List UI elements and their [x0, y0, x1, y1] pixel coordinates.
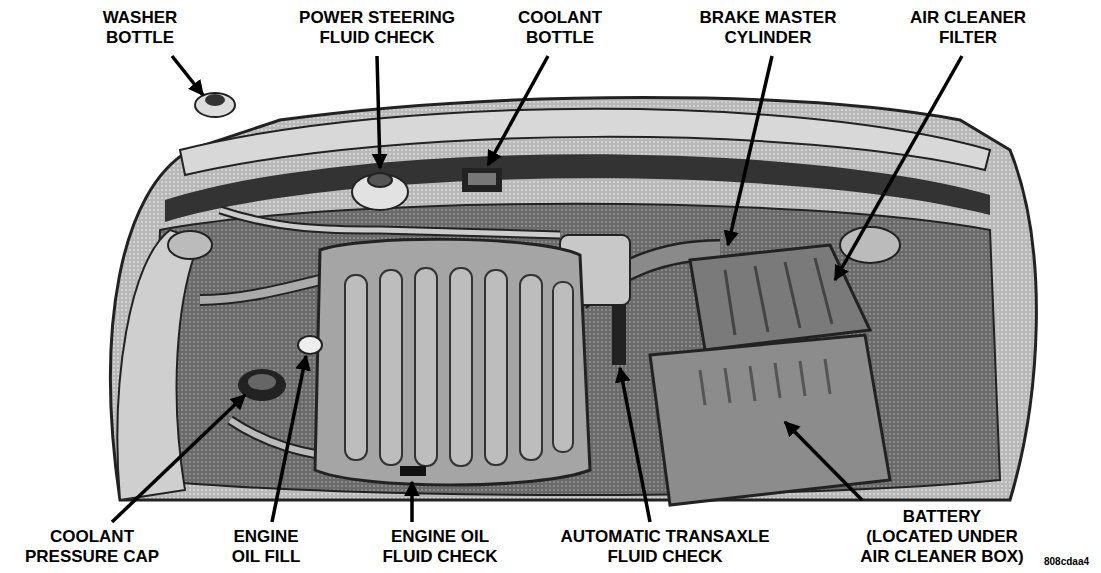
- callout-label: AIR CLEANER FILTER: [898, 8, 1038, 48]
- callout-label: COOLANT BOTTLE: [508, 8, 613, 48]
- callout-label: BATTERY (LOCATED UNDER AIR CLEANER BOX): [859, 507, 1026, 567]
- figure-code: 808cdaa4: [1044, 556, 1089, 568]
- callout-label: POWER STEERING FLUID CHECK: [287, 8, 467, 48]
- callout-label: COOLANT PRESSURE CAP: [15, 527, 170, 567]
- callout-label: WASHER BOTTLE: [85, 8, 195, 48]
- callout-label: BRAKE MASTER CYLINDER: [688, 8, 848, 48]
- callout-label: ENGINE OIL FILL: [219, 527, 314, 567]
- callout-label: AUTOMATIC TRANSAXLE FLUID CHECK: [545, 527, 785, 567]
- callout-label: ENGINE OIL FLUID CHECK: [370, 527, 510, 567]
